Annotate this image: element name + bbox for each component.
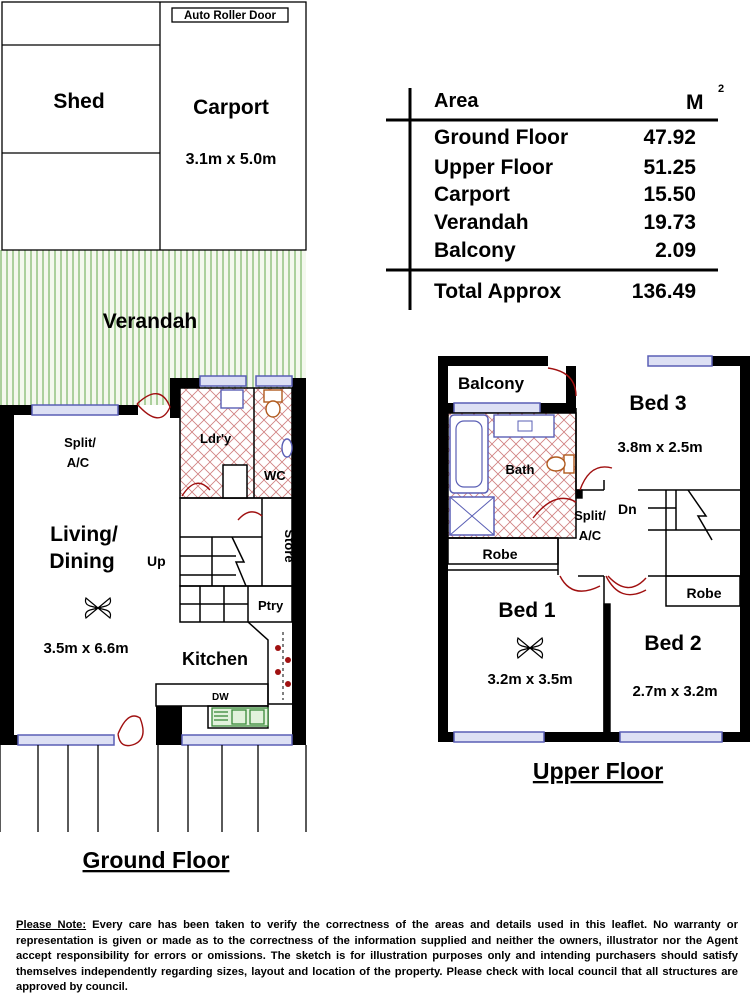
verandah-label: Verandah	[103, 310, 198, 333]
bed1-label: Bed 1	[498, 599, 556, 622]
area-total-value: 136.49	[632, 280, 696, 303]
carport-dims: 3.1m x 5.0m	[186, 151, 277, 168]
area-row-label: Verandah	[434, 211, 529, 234]
bed2-label: Bed 2	[644, 632, 701, 655]
laundry-label: Ldr'y	[200, 431, 232, 446]
area-row-label: Ground Floor	[434, 126, 568, 149]
bed1-dims: 3.2m x 3.5m	[487, 671, 572, 688]
robe1-label: Robe	[483, 546, 518, 562]
disclaimer-heading: Please Note:	[16, 919, 87, 931]
area-row-value: 15.50	[643, 183, 696, 206]
living-label-2: Dining	[49, 550, 114, 573]
area-unit-exponent: 2	[718, 83, 724, 95]
upper-split-ac-1: Split/	[574, 508, 606, 523]
area-row-value: 19.73	[643, 211, 696, 234]
store-label: Store	[282, 529, 297, 562]
split-ac-label-1: Split/	[64, 435, 96, 450]
bed3-dims: 3.8m x 2.5m	[617, 439, 702, 456]
cooktop	[275, 632, 291, 700]
area-total-label: Total Approx	[434, 280, 561, 303]
dishwasher-label: DW	[212, 692, 229, 703]
living-label-1: Living/	[50, 523, 118, 546]
bed3-label: Bed 3	[629, 392, 686, 415]
ground-floor-plan: Auto Roller Door Shed Carport 3.1m x 5.0…	[0, 1, 307, 832]
area-header: Area	[434, 90, 479, 112]
area-row-value: 2.09	[655, 239, 696, 262]
verandah-area	[0, 250, 306, 405]
area-row-label: Balcony	[434, 239, 516, 262]
area-row-label: Carport	[434, 183, 510, 206]
door-swings-ground	[117, 393, 263, 747]
upper-split-ac-2: A/C	[579, 528, 602, 543]
split-ac-label-2: A/C	[67, 455, 90, 470]
bed2-dims: 2.7m x 3.2m	[632, 683, 717, 700]
ceiling-fan-icon	[84, 596, 112, 620]
kitchen-label: Kitchen	[182, 649, 248, 669]
bath-label: Bath	[506, 462, 535, 477]
stairs-down-label: Dn	[618, 501, 637, 517]
wc-label: WC	[264, 468, 286, 483]
ceiling-fan-icon	[516, 636, 544, 660]
upper-floor-title: Upper Floor	[533, 758, 663, 784]
pantry-label: Ptry	[258, 598, 284, 613]
area-unit: M	[686, 91, 704, 114]
ground-floor-title: Ground Floor	[83, 847, 230, 873]
stairs-up-label: Up	[147, 553, 166, 569]
robe2-label: Robe	[687, 585, 722, 601]
shed-label: Shed	[53, 90, 104, 113]
upper-floor-plan: Bath Balcony Bed 3	[438, 355, 750, 743]
disclaimer: Please Note: Every care has been taken t…	[16, 918, 738, 996]
area-row-value: 47.92	[643, 126, 696, 149]
living-dims: 3.5m x 6.6m	[43, 640, 128, 657]
area-row-label: Upper Floor	[434, 156, 553, 179]
balcony-label: Balcony	[458, 374, 525, 393]
auto-roller-door-label: Auto Roller Door	[184, 10, 277, 22]
disclaimer-body: Every care has been taken to verify the …	[16, 919, 738, 994]
area-row-value: 51.25	[643, 156, 696, 179]
door-swings-upper	[532, 367, 647, 596]
carport-label: Carport	[193, 96, 269, 119]
